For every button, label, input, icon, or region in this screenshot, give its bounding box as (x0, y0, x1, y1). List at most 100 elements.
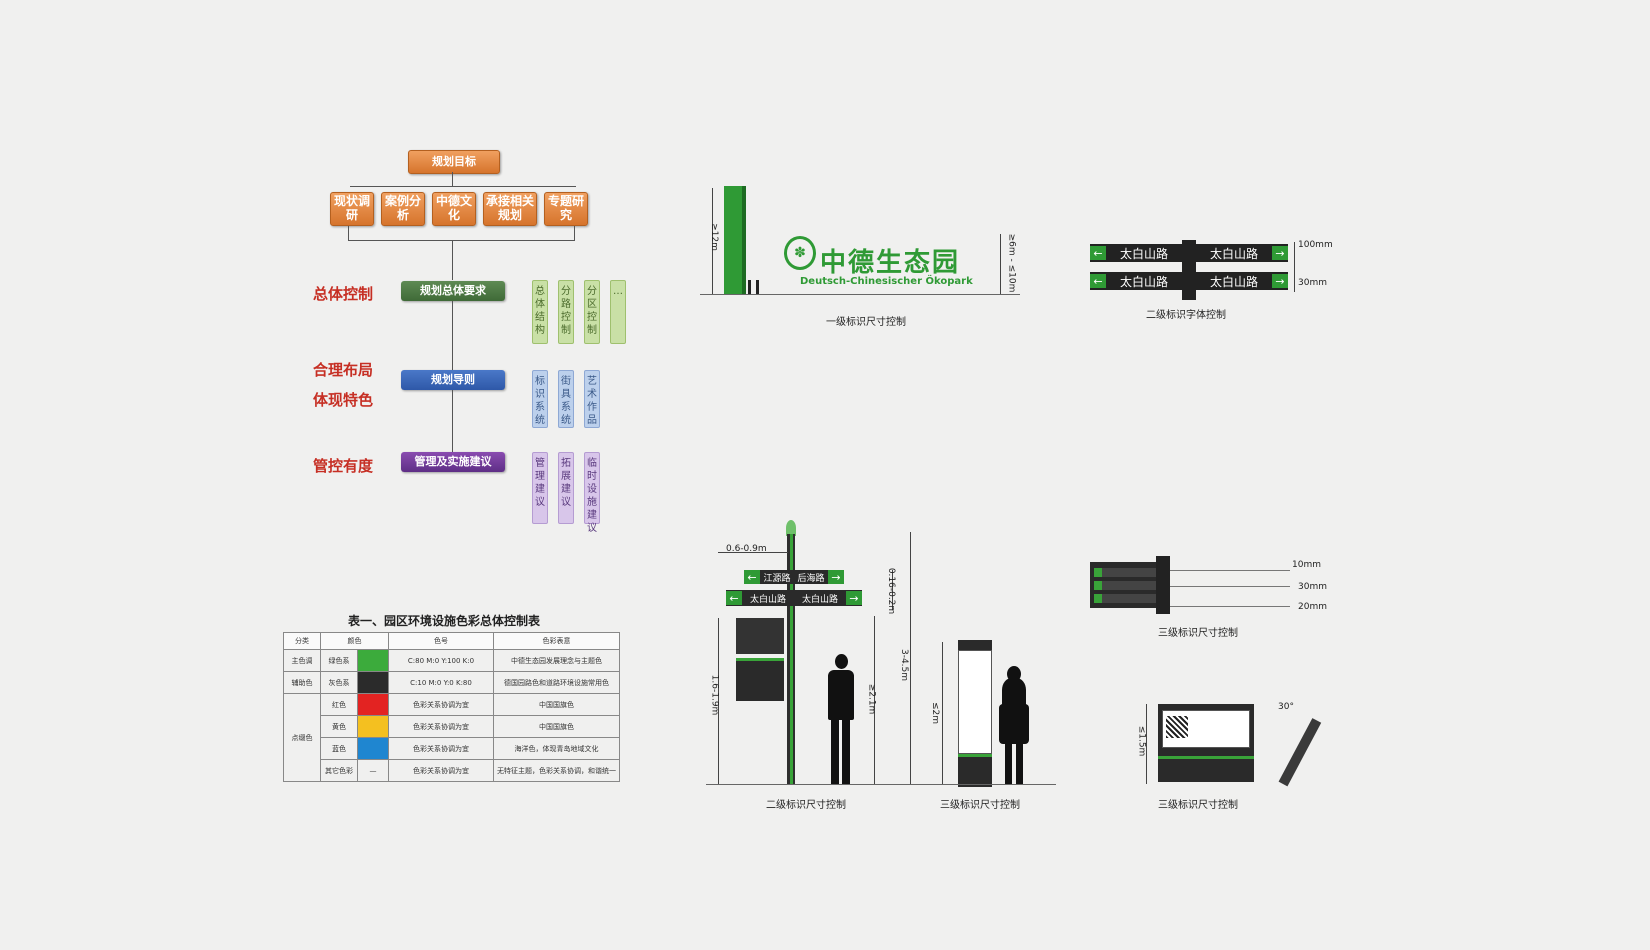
directional-sign-upper: ← 江源路 后海路 → (744, 570, 844, 584)
person-icon (756, 280, 759, 294)
color-code-cell: 色彩关系协调为宜 (388, 693, 494, 716)
low-sign-angled (1278, 718, 1322, 787)
color-name-cell: 绿色系 (320, 649, 358, 672)
level3-sign-row (1094, 594, 1164, 603)
tier3-post-base (958, 754, 992, 787)
color-name-cell: 灰色系 (320, 671, 358, 694)
caption-level2-size: 二级标识尺寸控制 (766, 800, 846, 811)
dim-line (910, 532, 911, 784)
arrow-right-icon: → (1272, 246, 1288, 260)
dim-line (1146, 704, 1147, 784)
road-name: 太白山路 (1119, 274, 1168, 289)
sub-box: 管理建议 (532, 452, 548, 524)
dim-clearance: ≥2.1m (866, 683, 877, 715)
sub-box: 分路控制 (558, 280, 574, 344)
category-cell: 辅助色 (283, 671, 321, 694)
connector (452, 301, 453, 371)
connector (348, 240, 575, 241)
dim-line (892, 570, 893, 610)
table-header: 分类 (283, 632, 321, 650)
caption-level2-font: 二级标识字体控制 (1146, 310, 1226, 321)
arrow-right-icon: → (1272, 274, 1288, 288)
sign-label: 后海路 (797, 573, 825, 584)
dim-line (718, 618, 719, 784)
meaning-cell: 德国园路色和道路环境设施常用色 (493, 671, 620, 694)
sub-box: 艺术作品 (584, 370, 600, 428)
connector (348, 226, 349, 240)
sign-label: 江源路 (763, 573, 791, 584)
input-box: 案例分析 (381, 192, 425, 226)
caption-level3-size-c: 三级标识尺寸控制 (1158, 800, 1238, 811)
dim-tier3-h: ≤2m (930, 701, 941, 725)
dim-20mm: 20mm (1298, 602, 1327, 612)
arrow-left-icon: ← (1090, 246, 1106, 260)
connector (452, 240, 453, 280)
signpost-top-leaf (786, 520, 796, 536)
color-code-cell: C:80 M:0 Y:100 K:0 (388, 649, 494, 672)
road-name: 太白山路 (1119, 246, 1168, 261)
dim-lower-panel: 1.6-1.9m (709, 674, 720, 716)
logo-leaf-icon: ✽ (784, 236, 816, 270)
dim-line (1170, 606, 1290, 607)
color-code-cell: 色彩关系协调为宜 (388, 759, 494, 782)
level3-sign-row (1094, 568, 1164, 577)
color-swatch (357, 649, 389, 672)
arrow-right-icon: → (828, 570, 844, 584)
color-swatch: — (357, 759, 389, 782)
sub-box: 临时设施建议 (584, 452, 600, 534)
input-box: 现状调研 (330, 192, 374, 226)
box-overall-requirements: 规划总体要求 (401, 281, 505, 301)
category-cell: 点缀色 (283, 693, 321, 782)
dim-text-big: 100mm (1298, 240, 1333, 250)
person-silhouette-man (826, 654, 856, 784)
level-label-management: 管控有度 (313, 457, 374, 475)
input-box: 专题研究 (544, 192, 588, 226)
caption-level3-size-a: 三级标识尺寸控制 (940, 800, 1020, 811)
sign-label: 太白山路 (801, 594, 838, 605)
dim-h1: ≥12m (708, 223, 719, 251)
qr-code-icon (1166, 716, 1188, 738)
sign-post (1182, 240, 1196, 300)
meaning-cell: 中国国旗色 (493, 715, 620, 738)
ground-line (700, 294, 1020, 295)
dim-30mm: 30mm (1298, 582, 1327, 592)
signpost-pole-green (790, 534, 793, 784)
caption-level3-size-b: 三级标识尺寸控制 (1158, 628, 1238, 639)
goal-box: 规划目标 (408, 150, 500, 174)
tier3-post-top (958, 640, 992, 650)
road-sign: ← 太白山路 (1090, 244, 1182, 262)
color-name-cell: 黄色 (320, 715, 358, 738)
table-header: 色彩表意 (493, 632, 620, 650)
logo-german: Deutsch-Chinesischer Ökopark (800, 276, 973, 287)
dim-line (718, 552, 788, 553)
sub-box: 总体结构 (532, 280, 548, 344)
arrow-left-icon: ← (726, 591, 742, 605)
arrow-left-icon: ← (1090, 274, 1106, 288)
sub-box: 街具系统 (558, 370, 574, 428)
level3-sign-post (1156, 556, 1170, 614)
dim-text-small: 30mm (1298, 278, 1327, 288)
table-row: 蓝色色彩关系协调为宜海洋色，体现青岛地域文化 (284, 737, 620, 760)
box-management: 管理及实施建议 (401, 452, 505, 472)
box-guidelines: 规划导则 (401, 370, 505, 390)
table-row: 点缀色红色色彩关系协调为宜中国国旗色 (283, 693, 620, 782)
table-header: 颜色 (320, 632, 389, 650)
level1-pole (724, 186, 742, 294)
dim-line (1170, 586, 1290, 587)
signpost-map-panel (736, 618, 784, 654)
dim-10mm: 10mm (1292, 560, 1321, 570)
dim-line (1170, 570, 1290, 571)
road-name: 太白山路 (1209, 274, 1258, 289)
level-label-overall: 总体控制 (313, 285, 374, 303)
table-row: 黄色 色彩关系协调为宜中国国旗色 (284, 715, 620, 738)
color-code-cell: 色彩关系协调为宜 (388, 715, 494, 738)
meaning-cell: 无特征主题，色彩关系协调，和谐统一 (493, 759, 620, 782)
color-swatch (357, 737, 389, 760)
color-code-cell: C:10 M:0 Y:0 K:80 (388, 671, 494, 694)
color-name-cell: 蓝色 (320, 737, 358, 760)
level-label-layout: 合理布局 体现特色 (313, 361, 374, 409)
road-sign: 太白山路 → (1196, 272, 1288, 290)
table-row: 其它色彩—色彩关系协调为宜无特征主题，色彩关系协调，和谐统一 (284, 759, 620, 782)
connector (574, 226, 575, 240)
connector (452, 172, 453, 186)
